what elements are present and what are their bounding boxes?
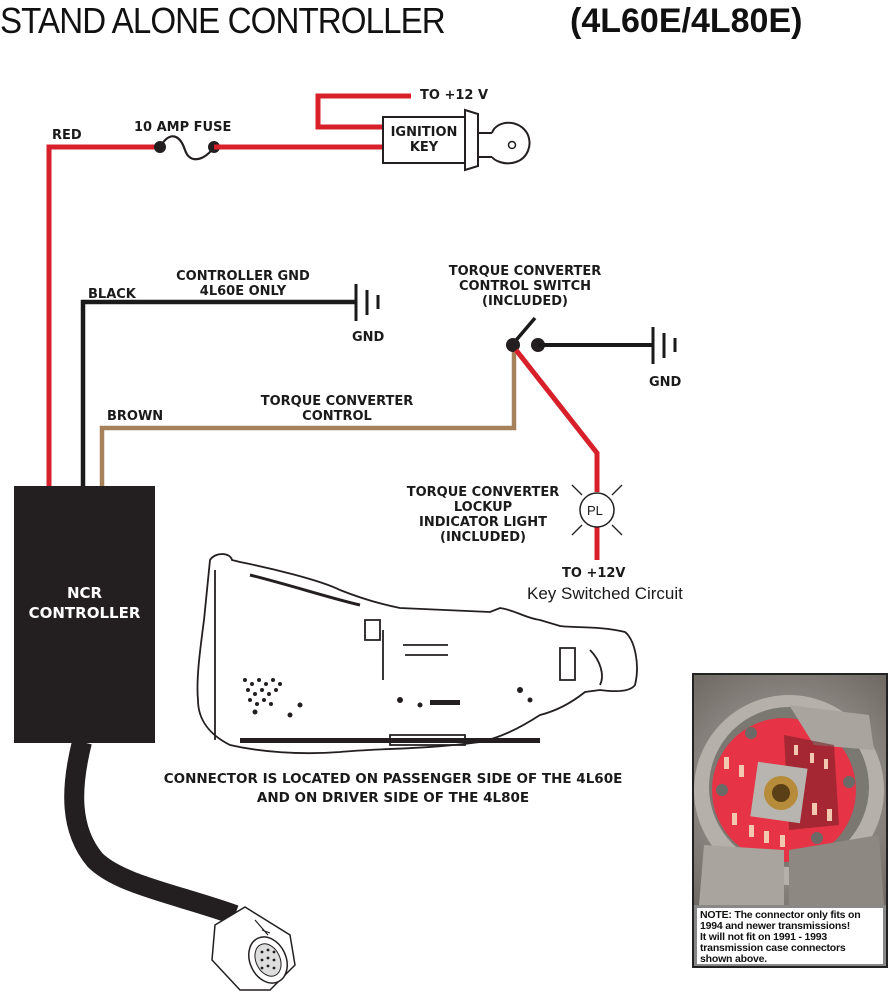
connector-location-note: CONNECTOR IS LOCATED ON PASSENGER SIDE O… xyxy=(148,770,638,808)
ignition-key-label: IGNITION KEY xyxy=(388,125,460,155)
red-wire-label: RED xyxy=(52,128,82,143)
tcc-control-line1: TORQUE CONVERTER xyxy=(260,394,414,409)
photo-note-line3: It will not fit on 1991 - 1993 xyxy=(700,931,828,943)
indicator-light-icon xyxy=(571,484,623,536)
photo-note-line4: transmission case connectors xyxy=(700,942,846,954)
title-models: (4L60E/4L80E) xyxy=(570,2,803,40)
controller-gnd-symbol-label: GND xyxy=(352,330,385,345)
ncr-controller-label: NCR CONTROLLER xyxy=(14,583,155,623)
connector-photo-illustration xyxy=(694,695,884,905)
tcc-switch-line2: CONTROL SWITCH xyxy=(458,279,592,294)
connector-note-line2: AND ON DRIVER SIDE OF THE 4L80E xyxy=(256,790,530,806)
lockup-light-line3: INDICATOR LIGHT xyxy=(419,515,547,530)
photo-note: NOTE: The connector only fits on 1994 an… xyxy=(697,908,883,965)
tcc-switch-line3: (INCLUDED) xyxy=(482,294,568,309)
fuse-icon xyxy=(154,135,220,161)
ncr-controller-box xyxy=(14,486,155,743)
ignition-label-line2: KEY xyxy=(409,140,439,155)
tcc-switch-gnd-label: GND xyxy=(649,375,682,390)
ground-symbol-icon xyxy=(651,327,677,364)
brown-wire-label: BROWN xyxy=(107,409,164,424)
controller-gnd-line2: 4L60E ONLY xyxy=(199,284,287,299)
title-main: STAND ALONE CONTROLLER xyxy=(0,0,446,41)
tcc-control-line2: CONTROL xyxy=(302,409,372,424)
ncr-label-line1: NCR xyxy=(66,584,103,602)
lockup-light-line4: (INCLUDED) xyxy=(440,530,526,545)
toggle-switch-icon xyxy=(506,316,545,352)
tcc-control-label: TORQUE CONVERTER CONTROL xyxy=(252,394,422,424)
indicator-light-symbol: PL xyxy=(587,503,603,518)
tcc-switch-label: TORQUE CONVERTER CONTROL SWITCH (INCLUDE… xyxy=(440,264,610,309)
lockup-light-label: TORQUE CONVERTER LOCKUP INDICATOR LIGHT … xyxy=(398,485,568,545)
diagram-title: STAND ALONE CONTROLLER (4L60E/4L80E) xyxy=(0,0,802,42)
red-wire-12v-feed xyxy=(315,93,411,130)
ignition-label-line1: IGNITION xyxy=(390,125,458,140)
red-wire-indicator xyxy=(514,348,600,492)
connector-photo xyxy=(694,675,886,905)
lockup-supply-note: Key Switched Circuit xyxy=(527,584,683,603)
transmission-illustration xyxy=(196,553,638,755)
ignition-supply-label: TO +12 V xyxy=(420,88,489,103)
black-wire-label: BLACK xyxy=(88,287,136,302)
controller-gnd-label: CONTROLLER GND 4L60E ONLY xyxy=(168,269,318,299)
transmission-detail xyxy=(240,678,540,743)
ncr-label-line2: CONTROLLER xyxy=(28,604,141,622)
fuse-label: 10 AMP FUSE xyxy=(134,120,232,135)
controller-gnd-line1: CONTROLLER GND xyxy=(176,269,310,284)
lockup-light-line2: LOCKUP xyxy=(453,500,513,515)
photo-note-line2: 1994 and newer transmissions! xyxy=(700,920,851,932)
red-wire xyxy=(46,144,160,486)
ignition-key-icon xyxy=(382,108,531,172)
lockup-supply-label: TO +12V xyxy=(562,566,626,581)
ground-symbol-icon xyxy=(354,284,380,321)
connector-photo-panel: NOTE: The connector only fits on 1994 an… xyxy=(692,673,888,968)
brown-wire xyxy=(99,346,517,486)
connector-note-line1: CONNECTOR IS LOCATED ON PASSENGER SIDE O… xyxy=(163,771,623,787)
tcc-switch-line1: TORQUE CONVERTER xyxy=(448,264,602,279)
lockup-light-line1: TORQUE CONVERTER xyxy=(406,485,560,500)
wiring-harness xyxy=(64,739,239,925)
black-wire xyxy=(80,299,356,486)
photo-note-line5: shown above. xyxy=(700,953,768,965)
photo-note-line1: NOTE: The connector only fits on xyxy=(700,909,861,921)
harness-connector-icon xyxy=(211,906,296,991)
